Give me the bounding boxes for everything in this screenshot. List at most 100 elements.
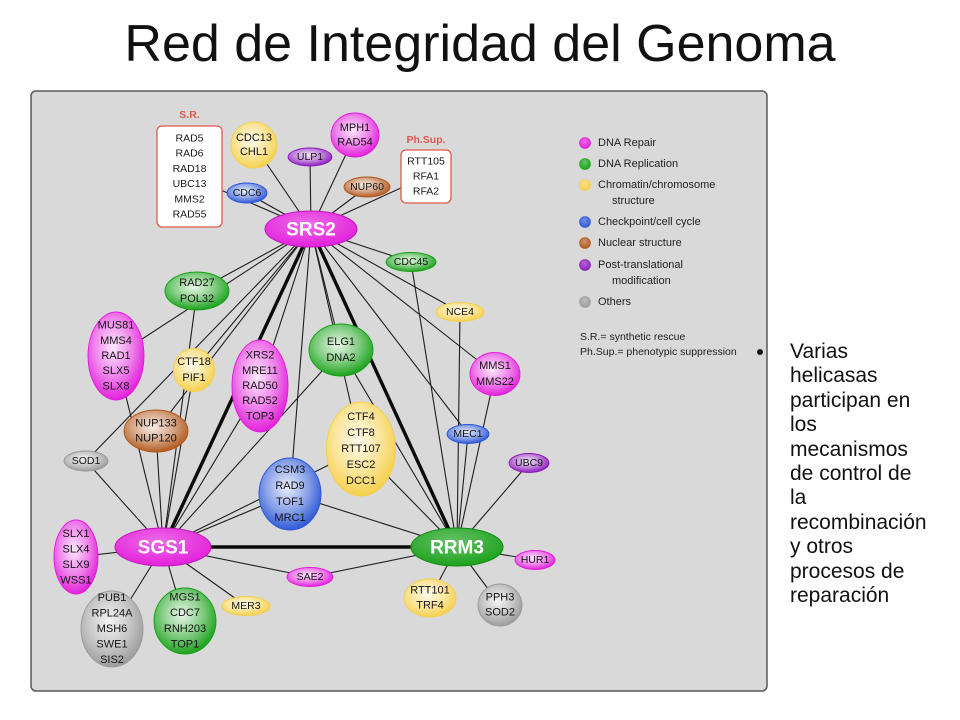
node-label: XRS2 (246, 350, 275, 362)
network-edge (310, 228, 496, 375)
hub-node-shape (264, 210, 358, 248)
node-label: RAD52 (242, 395, 277, 407)
node-shape (385, 252, 437, 272)
legend-label: Nuclear structure (598, 237, 682, 249)
node-label: SLX9 (63, 559, 90, 571)
node-label: TRF4 (416, 600, 444, 612)
node-label: RPL24A (92, 608, 134, 620)
network-edge (289, 228, 312, 495)
node-shape (63, 450, 109, 472)
node-label: SLX5 (103, 365, 130, 377)
node-shape (258, 457, 322, 531)
node-shape (514, 550, 556, 570)
node-label: MPH1 (340, 122, 371, 134)
node-shape (343, 176, 391, 198)
node-label: PIF1 (182, 372, 205, 384)
network-edge (456, 373, 496, 548)
legend-note: S.R.= synthetic rescue (580, 331, 685, 343)
network-edge (340, 349, 458, 548)
node-label: PUB1 (98, 592, 127, 604)
legend-dot (579, 137, 591, 149)
node-label: SLX1 (63, 528, 90, 540)
hub-node-shape (114, 527, 212, 567)
node-label: SLX4 (63, 543, 90, 555)
node-nce4: NCE4 (435, 302, 485, 322)
node-label: SIS2 (100, 654, 124, 666)
node-srs2: SRS2 (264, 210, 358, 248)
node-label: PPH3 (486, 592, 515, 604)
legend-label: Post-translational (598, 259, 683, 271)
node-shape (230, 121, 278, 169)
node-label: RAD50 (242, 380, 277, 392)
node-shape (221, 596, 271, 616)
network-edge (162, 349, 342, 548)
node-label: RTT107 (341, 443, 381, 455)
hub-node-label: RRM3 (430, 538, 484, 559)
node-shape (477, 583, 523, 627)
slide-title: Red de Integridad del Genoma (124, 15, 836, 73)
legend-label: modification (612, 275, 671, 287)
network-edge (310, 228, 469, 435)
group-box-item: RAD5 (175, 133, 203, 145)
bullet-text: Varias helicasas participan en los mecan… (790, 340, 927, 608)
group-box-item: RFA1 (413, 171, 439, 183)
node-label: HUR1 (521, 554, 550, 566)
network-edge (162, 369, 195, 548)
node-label: CTF4 (347, 411, 375, 423)
node-shape (153, 587, 217, 655)
node-label: MGS1 (169, 592, 200, 604)
node-label: TOF1 (276, 496, 304, 508)
node-shape (308, 323, 374, 377)
legend-item: Nuclear structure (579, 237, 682, 249)
legend-item: DNA Repair (579, 137, 656, 149)
node-shape (226, 182, 268, 204)
node-ubc9: UBC9 (508, 453, 550, 473)
hub-node-label: SGS1 (138, 538, 189, 559)
node-label: MMS4 (100, 335, 132, 347)
node-label: RTT101 (410, 585, 450, 597)
network-edge-strong (309, 228, 459, 548)
node-label: RAD1 (101, 350, 130, 362)
group-box-item: MMS2 (174, 193, 204, 205)
node-shape (435, 302, 485, 322)
group-box-outline (400, 149, 452, 204)
node-label: ULP1 (297, 151, 323, 163)
node-shape (286, 567, 334, 587)
node-label: MRE11 (242, 365, 278, 377)
legend-note: Ph.Sup.= phenotypic suppression (580, 346, 737, 358)
legend-label: DNA Repair (598, 137, 656, 149)
node-shape (80, 590, 144, 668)
node-label: MRC1 (274, 512, 305, 524)
node-label: RAD54 (337, 136, 372, 148)
node-nup60: NUP60 (343, 176, 391, 198)
node-shape (508, 453, 550, 473)
network-edge (410, 261, 458, 548)
node-label: DNA2 (326, 352, 355, 364)
legend-item: Others (579, 296, 632, 308)
node-label: CDC13 (236, 132, 272, 144)
node-label: CTF18 (177, 356, 211, 368)
legend-label: Checkpoint/cell cycle (598, 216, 701, 228)
node-label: RAD27 (179, 277, 214, 289)
node-shape (403, 578, 457, 618)
node-shape (164, 271, 230, 311)
legend-item: Post-translational modification (579, 259, 683, 287)
node-label: MSH6 (97, 623, 128, 635)
hub-node-label: SRS2 (286, 220, 336, 241)
legend-dot (579, 158, 591, 170)
